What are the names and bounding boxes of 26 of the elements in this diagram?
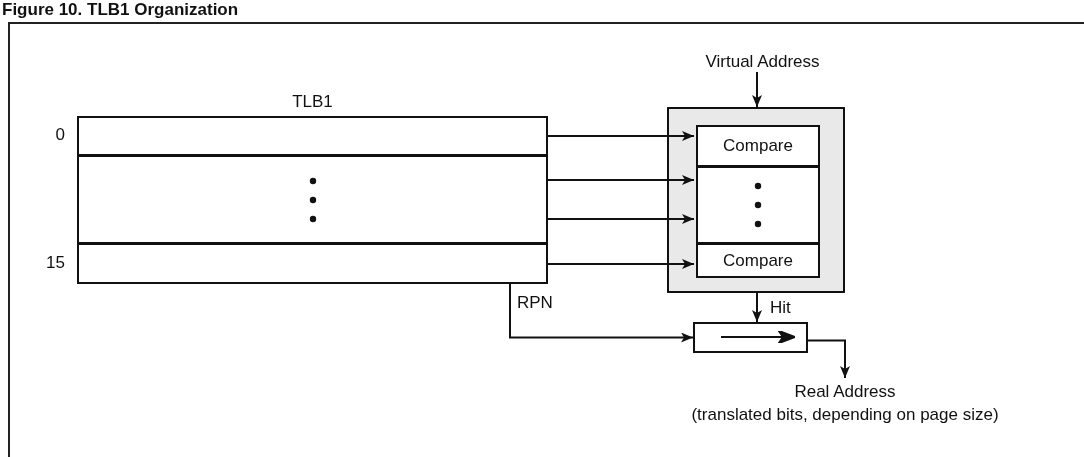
arrow [509,283,694,343]
compare-box [696,125,820,167]
figure-title: Figure 10. TLB1 Organization [2,0,239,20]
compare-label: Compare [722,250,794,271]
select-box [693,322,808,353]
address-label: Virtual Address [705,51,820,73]
table [77,92,548,284]
compare-label: Compare [722,136,794,156]
row-number: 0 [55,125,65,145]
arrow [547,214,695,224]
table-row [77,116,548,156]
arrow [752,71,762,108]
table-row [77,243,548,284]
arrow [752,292,762,323]
arrow [807,339,850,379]
table-row [77,155,548,244]
address-note: (translated bits, depending on page size) [691,404,999,426]
arrow [547,131,695,141]
address-label: Real Address [794,381,896,403]
comparator-panel [667,107,845,293]
arrow [547,259,695,269]
arrow [547,175,695,185]
compare-box [696,243,820,278]
table-title: TLB1 [291,92,334,112]
compare-box [696,166,820,244]
row-number: 15 [46,252,65,273]
